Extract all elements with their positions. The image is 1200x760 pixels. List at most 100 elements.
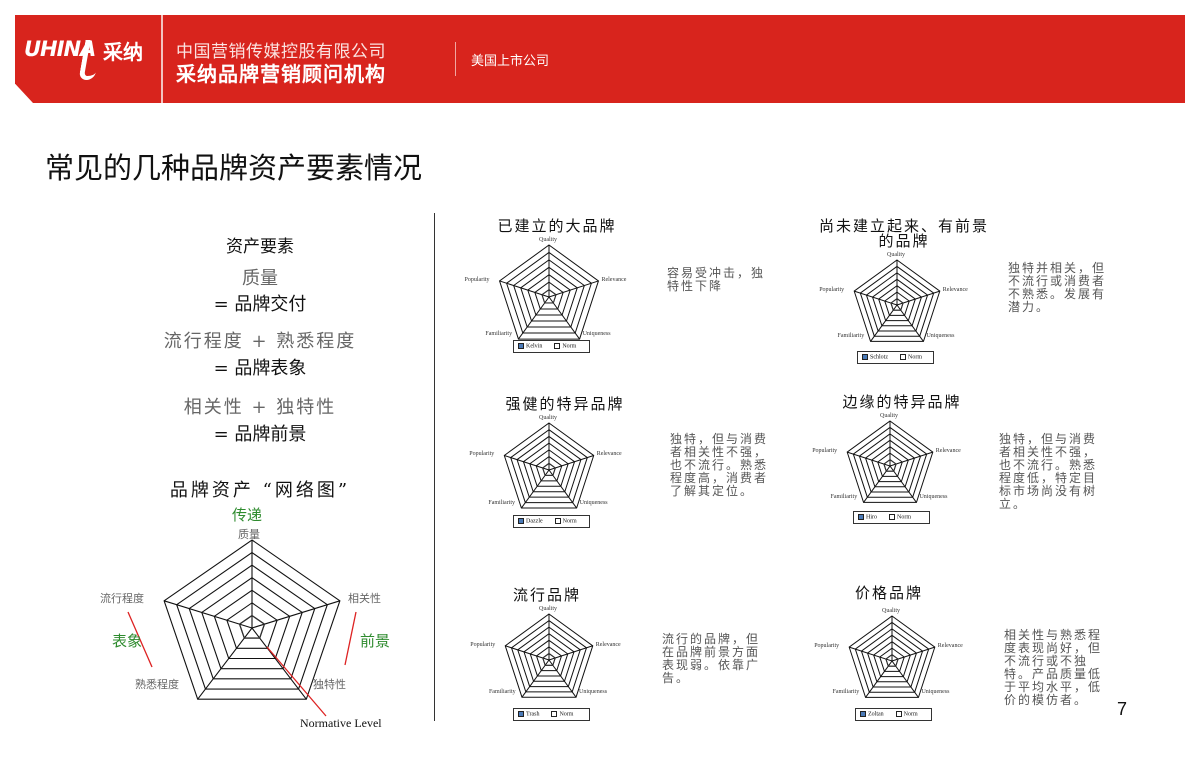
axis-label-uniqueness: 独特性 <box>313 678 346 691</box>
axis-label-quality: Quality <box>880 413 898 419</box>
chart-note: 相关性与熟悉程度表现尚好，但不流行或不独特。产品质量低于平均水平，低价的模仿者。 <box>1004 628 1103 707</box>
radar-spoke <box>197 627 253 700</box>
legend-swatch-brand <box>518 342 524 349</box>
legend-item-norm: Norm <box>889 513 911 521</box>
radar-spoke <box>891 660 919 698</box>
radar-spoke <box>896 290 940 306</box>
axis-label-popularity: Popularity <box>812 448 838 455</box>
axis-label-relevance: Relevance <box>596 451 622 458</box>
radar-grid-ring <box>527 274 571 316</box>
group-label-left: 表象 <box>112 632 143 650</box>
radar-grid-ring <box>866 634 918 683</box>
chart-note: 独特，但与消费者相关性不强，也不流行。熟悉程度高，消费者了解其定位。 <box>670 432 769 498</box>
legend-item-norm: Norm <box>554 517 577 525</box>
red-pointer-line <box>266 646 327 717</box>
radar-grid-ring <box>858 433 922 493</box>
legend-label-norm: Norm <box>562 518 577 525</box>
radar-spoke <box>504 455 550 471</box>
radar-grid-ring <box>864 439 916 488</box>
radar-grid-ring <box>871 278 923 327</box>
legend-label-brand: Trash <box>526 711 540 718</box>
legend-swatch-brand <box>518 710 524 717</box>
radar-grid-ring <box>176 551 328 690</box>
legend-label-brand: Zoltan <box>868 711 884 718</box>
axis-label-familiarity: Familiarity <box>485 331 513 338</box>
chart-legend: Zoltan Norm <box>855 708 932 721</box>
chart-title: 边缘的特异品牌 <box>842 393 962 411</box>
radar-grid-ring <box>506 251 592 334</box>
company-subname: 采纳品牌营销顾问机构 <box>176 62 386 86</box>
group-label-top: 传递 <box>232 506 263 524</box>
group-label-right: 前景 <box>360 632 391 650</box>
legend-item-brand: Trash <box>518 710 540 718</box>
brand-logo-cn: 采纳 <box>103 40 143 64</box>
chart-note: 流行的品牌，但在品牌前景方面表现弱。依靠广告。 <box>662 632 761 685</box>
radar-grid-ring <box>879 647 905 672</box>
asset-heading: 资产要素 <box>226 237 294 257</box>
radar-grid-ring <box>873 641 911 678</box>
axis-label-popularity: Popularity <box>469 451 495 458</box>
radar-grid-ring <box>201 577 303 670</box>
asset-line-2a: 流行程度 + 熟悉程度 <box>163 331 357 352</box>
legend-label-norm: Norm <box>903 711 918 718</box>
radar-grid-ring <box>852 426 928 498</box>
company-name: 中国营销传媒控股有限公司 <box>176 42 386 62</box>
axis-label-relevance: 相关性 <box>348 592 381 605</box>
legend-swatch-norm <box>554 342 561 349</box>
legend-swatch-brand <box>858 513 864 520</box>
legend-swatch-brand <box>862 353 868 360</box>
chart-title: 强健的特异品牌 <box>505 395 625 413</box>
radar-grid-ring <box>513 259 585 328</box>
radar-spoke <box>889 451 933 467</box>
legend-item-brand: Schlotz <box>862 353 888 361</box>
radar-grid-ring <box>516 435 582 498</box>
chart-note: 独特并相关，但不流行或消费者不熟悉。发展有潜力。 <box>1008 261 1107 314</box>
network-title: 品牌资产 “网络图” <box>169 480 351 501</box>
axis-label-familiarity: Familiarity <box>830 494 858 501</box>
axis-label-quality: Quality <box>539 606 557 612</box>
radar-norm-polygon <box>885 654 899 667</box>
red-pointer-line <box>344 611 357 666</box>
radar-grid-ring <box>510 619 588 693</box>
chart-title: 已建立的大品牌 <box>497 217 617 235</box>
radar-grid-ring <box>498 244 600 340</box>
radar-norm-polygon <box>883 459 897 472</box>
radar-spoke <box>548 645 593 661</box>
radar-spoke <box>518 296 550 340</box>
page-number: 7 <box>1117 699 1128 719</box>
radar-grid-ring <box>884 291 910 316</box>
radar-spoke <box>163 600 253 629</box>
radar-norm-polygon <box>542 652 556 666</box>
axis-label-relevance: Relevance <box>601 276 627 283</box>
radar-spoke <box>854 290 898 306</box>
legend-swatch-brand <box>860 710 866 717</box>
radar-grid-ring <box>871 446 909 483</box>
radar-grid-ring <box>534 281 564 310</box>
legend-swatch-norm <box>889 513 895 520</box>
radar-spoke <box>891 646 935 662</box>
radar-spoke <box>520 469 550 509</box>
normative-level-label: Normative Level <box>300 716 382 730</box>
asset-line-3b: = 品牌前景 <box>213 424 307 445</box>
radar-grid-ring <box>848 615 936 698</box>
radar-spoke <box>889 465 917 503</box>
radar-grid-ring <box>213 589 291 660</box>
radar-spoke <box>251 600 341 629</box>
axis-label-relevance: Relevance <box>937 643 963 650</box>
legend-item-brand: Zoltan <box>860 710 884 718</box>
asset-line-1b: = 品牌交付 <box>213 294 307 315</box>
axis-label-uniqueness: Uniqueness <box>919 494 948 501</box>
radar-spoke <box>896 304 924 342</box>
axis-label-uniqueness: Uniqueness <box>921 689 950 696</box>
legend-label-brand: Dazzle <box>526 518 543 525</box>
header-divider-2 <box>455 42 456 76</box>
asset-line-2b: = 品牌表象 <box>213 358 307 379</box>
legend-label-norm: Norm <box>908 354 922 361</box>
listed-label: 美国上市公司 <box>471 54 550 69</box>
radar-spoke <box>548 455 594 471</box>
axis-label-quality: Quality <box>882 608 900 614</box>
radar-spoke <box>548 659 577 698</box>
radar-grid-ring <box>510 429 588 504</box>
column-divider <box>434 213 435 721</box>
